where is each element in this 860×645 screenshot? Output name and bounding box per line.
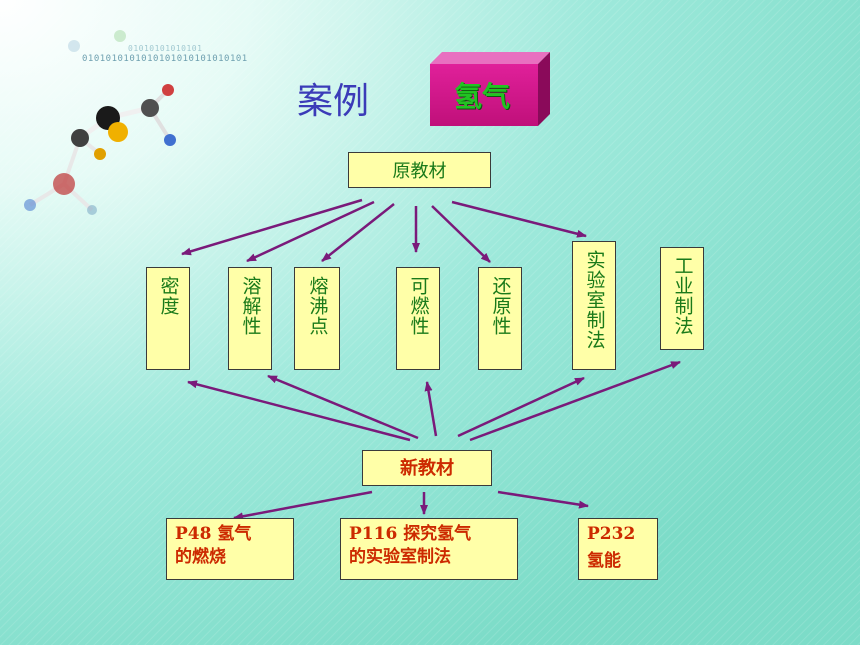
topic-label: 密度 bbox=[157, 276, 180, 316]
arrows-from-old bbox=[181, 198, 587, 263]
topic-label: 熔沸点 bbox=[306, 276, 329, 336]
topic-industrial-preparation: 工业制法 bbox=[660, 247, 704, 350]
arrows-from-new-down bbox=[233, 490, 589, 521]
page-title: 案例 bbox=[297, 81, 370, 122]
topic-label: 工业制法 bbox=[671, 256, 694, 336]
item-p232: P232 氢能 bbox=[578, 518, 658, 580]
molecule-decoration bbox=[24, 30, 176, 215]
item-line2: 的实验室制法 bbox=[349, 547, 451, 567]
new-textbook-box: 新教材 bbox=[362, 450, 492, 486]
topic-melting-boiling: 熔沸点 bbox=[294, 267, 340, 370]
item-p48: P48 氢气 的燃烧 bbox=[166, 518, 294, 580]
old-textbook-box: 原教材 bbox=[348, 152, 491, 188]
topic-reducibility: 还原性 bbox=[478, 267, 522, 370]
hydrogen-cube bbox=[430, 52, 550, 126]
topic-solubility: 溶解性 bbox=[228, 267, 272, 370]
arrows-from-new-up bbox=[187, 360, 681, 442]
topic-density: 密度 bbox=[146, 267, 190, 370]
old-textbook-label: 原教材 bbox=[392, 161, 447, 182]
highlight-label: 氢气 bbox=[453, 80, 510, 113]
topic-flammability: 可燃性 bbox=[396, 267, 440, 370]
item-line2: 的燃烧 bbox=[175, 547, 226, 567]
binary-decoration: 0101010101010101010101010101 bbox=[82, 54, 248, 64]
item-line1: P48 氢气 bbox=[175, 524, 252, 544]
topic-label: 溶解性 bbox=[239, 276, 262, 336]
topic-lab-preparation: 实验室制法 bbox=[572, 241, 616, 370]
topic-label: 可燃性 bbox=[407, 276, 430, 336]
new-textbook-label: 新教材 bbox=[400, 457, 454, 479]
topic-label: 还原性 bbox=[489, 276, 512, 336]
topic-label: 实验室制法 bbox=[583, 250, 606, 350]
binary-decoration-faint: 01010101010101 bbox=[128, 44, 203, 53]
item-line1: P116 探究氢气 bbox=[349, 524, 472, 544]
item-p116: P116 探究氢气 的实验室制法 bbox=[340, 518, 518, 580]
item-line1: P232 bbox=[587, 524, 636, 544]
item-line2: 氢能 bbox=[587, 551, 621, 571]
